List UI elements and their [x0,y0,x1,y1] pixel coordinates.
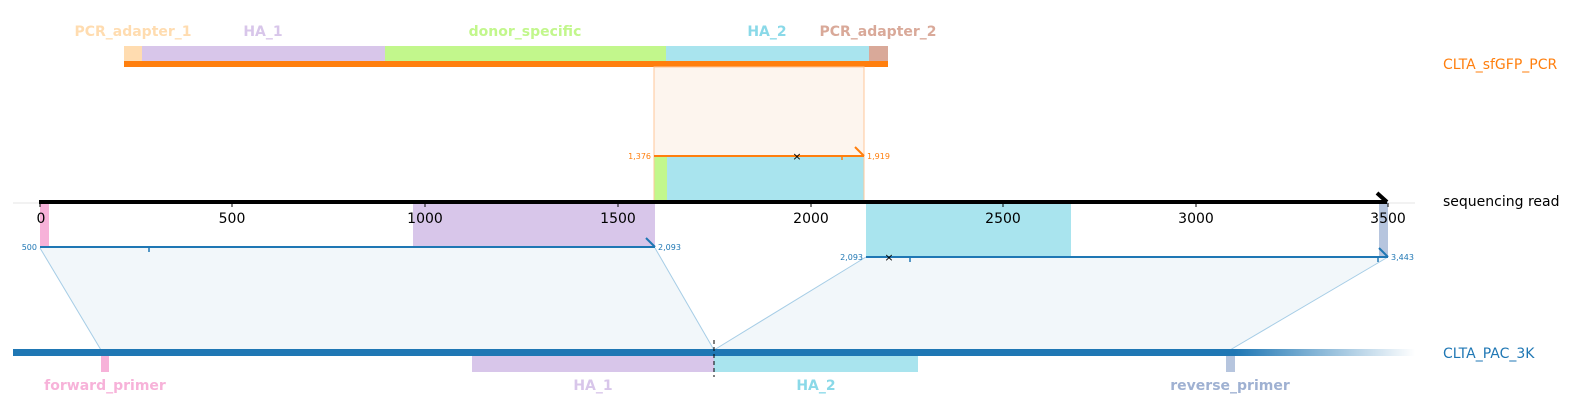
bottom-alignment-2-mismatch-mark: × [884,251,893,264]
bottom-alignment-2-shade [714,257,1388,350]
bottom-feature-label-ha-2: HA_2 [796,378,835,394]
bottom-reference-bar-fade [1235,349,1415,356]
top-feature-ha-2 [666,46,869,62]
axis-tick-label-1500: 1500 [600,211,636,227]
top-alignment-arrowhead [854,146,865,157]
top-track-name: CLTA_sfGFP_PCR [1443,57,1557,73]
bottom-alignment-2-end-coord: 3,443 [1391,253,1414,262]
top-feature-label-ha-1: HA_1 [243,24,282,40]
top-alignment-ha2-overlay [667,156,864,200]
top-alignment-end-coord: 1,919 [867,152,890,161]
top-reference-bar [124,61,888,67]
axis-tick-label-3500: 3500 [1370,211,1406,227]
top-feature-donor-specific [385,46,666,62]
top-alignment-shade [653,66,865,157]
top-reference-track: PCR_adapter_1 HA_1 donor_specific HA_2 P… [74,24,1557,73]
axis-tick-label-2500: 2500 [985,211,1021,227]
top-feature-label-ha-2: HA_2 [747,24,786,40]
top-feature-label-donor-specific: donor_specific [469,24,582,40]
bottom-reference-bar [13,349,1235,356]
read-feature-reverse-primer [1379,202,1388,257]
bottom-alignment-1-right-edge [654,247,715,351]
top-feature-label-pcr-adapter-2: PCR_adapter_2 [819,24,936,40]
axis-tick-label-2000: 2000 [793,211,829,227]
bottom-feature-forward-primer [101,350,109,372]
read-feature-ha-2 [866,202,1071,257]
axis-tick-label-0: 0 [37,211,46,227]
bottom-alignment-2-start-coord: 2,093 [840,253,863,262]
top-alignment: × 1,376 1,919 [628,66,890,200]
bottom-feature-label-forward-primer: forward_primer [44,378,166,394]
bottom-alignment-2-right-edge [1229,256,1389,351]
bottom-alignment-1-end-coord: 2,093 [658,243,681,252]
read-feature-forward-primer [40,202,49,247]
read-track-name: sequencing read [1443,194,1559,210]
bottom-track-name: CLTA_PAC_3K [1443,346,1535,362]
read-axis-ticks [39,203,1389,207]
bottom-alignment-1-shade [40,248,714,350]
axis-tick-label-1000: 1000 [407,211,443,227]
axis-tick-label-500: 500 [219,211,246,227]
bottom-alignment-1-left-edge [39,247,102,351]
bottom-alignment-2-left-edge [713,256,867,351]
bottom-alignment-1-arrowhead [645,237,656,248]
bottom-alignment-1-start-coord: 500 [22,243,37,252]
axis-tick-label-3000: 3000 [1178,211,1214,227]
bottom-alignment-2-arrowhead [1378,247,1389,258]
top-alignment-start-coord: 1,376 [628,152,651,161]
top-alignment-mismatch-mark: × [792,150,801,163]
bottom-reference-track: forward_primer HA_1 HA_2 reverse_primer … [13,340,1535,394]
bottom-feature-label-reverse-primer: reverse_primer [1170,378,1290,394]
bottom-alignment-1: 500 2,093 [22,237,715,351]
bottom-feature-label-ha-1: HA_1 [573,378,612,394]
top-feature-label-pcr-adapter-1: PCR_adapter_1 [74,24,191,40]
bottom-alignment-2: × 2,093 3,443 [713,247,1414,351]
read-axis-tick-labels: 0 500 1000 1500 2000 2500 3000 3500 [37,211,1406,227]
top-feature-ha-1 [142,46,385,62]
bottom-feature-reverse-primer [1226,350,1235,372]
read-feature-ha-1 [413,202,655,247]
read-axis-arrowhead [1375,191,1389,204]
top-alignment-donor-overlay [654,156,667,200]
top-feature-pcr-adapter-1 [124,46,142,62]
read-track: 0 500 1000 1500 2000 2500 3000 3500 sequ… [13,191,1559,257]
top-feature-pcr-adapter-2 [869,46,888,62]
